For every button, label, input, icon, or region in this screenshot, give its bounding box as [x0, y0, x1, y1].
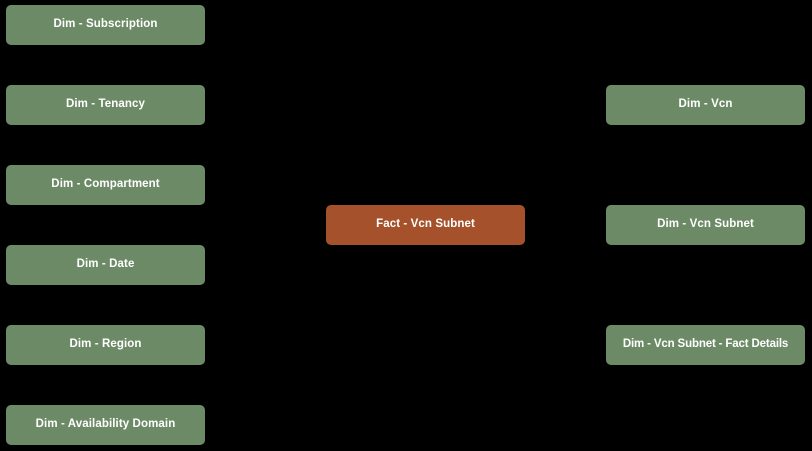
- dimension-table-node-dim-vcn[interactable]: Dim - Vcn: [606, 85, 805, 125]
- dimension-table-node-dim-date[interactable]: Dim - Date: [6, 245, 205, 285]
- fact-table-node-fact-vcn-subnet[interactable]: Fact - Vcn Subnet: [326, 205, 525, 245]
- dimension-table-node-dim-region[interactable]: Dim - Region: [6, 325, 205, 365]
- dimension-table-node-dim-vcn-subnet[interactable]: Dim - Vcn Subnet: [606, 205, 805, 245]
- dimension-table-node-dim-compartment[interactable]: Dim - Compartment: [6, 165, 205, 205]
- dimension-table-node-dim-tenancy[interactable]: Dim - Tenancy: [6, 85, 205, 125]
- dimension-table-node-dim-vcn-subnet-fact-details[interactable]: Dim - Vcn Subnet - Fact Details: [606, 325, 805, 365]
- dimension-table-node-dim-subscription[interactable]: Dim - Subscription: [6, 5, 205, 45]
- dimension-table-node-dim-availability-domain[interactable]: Dim - Availability Domain: [6, 405, 205, 445]
